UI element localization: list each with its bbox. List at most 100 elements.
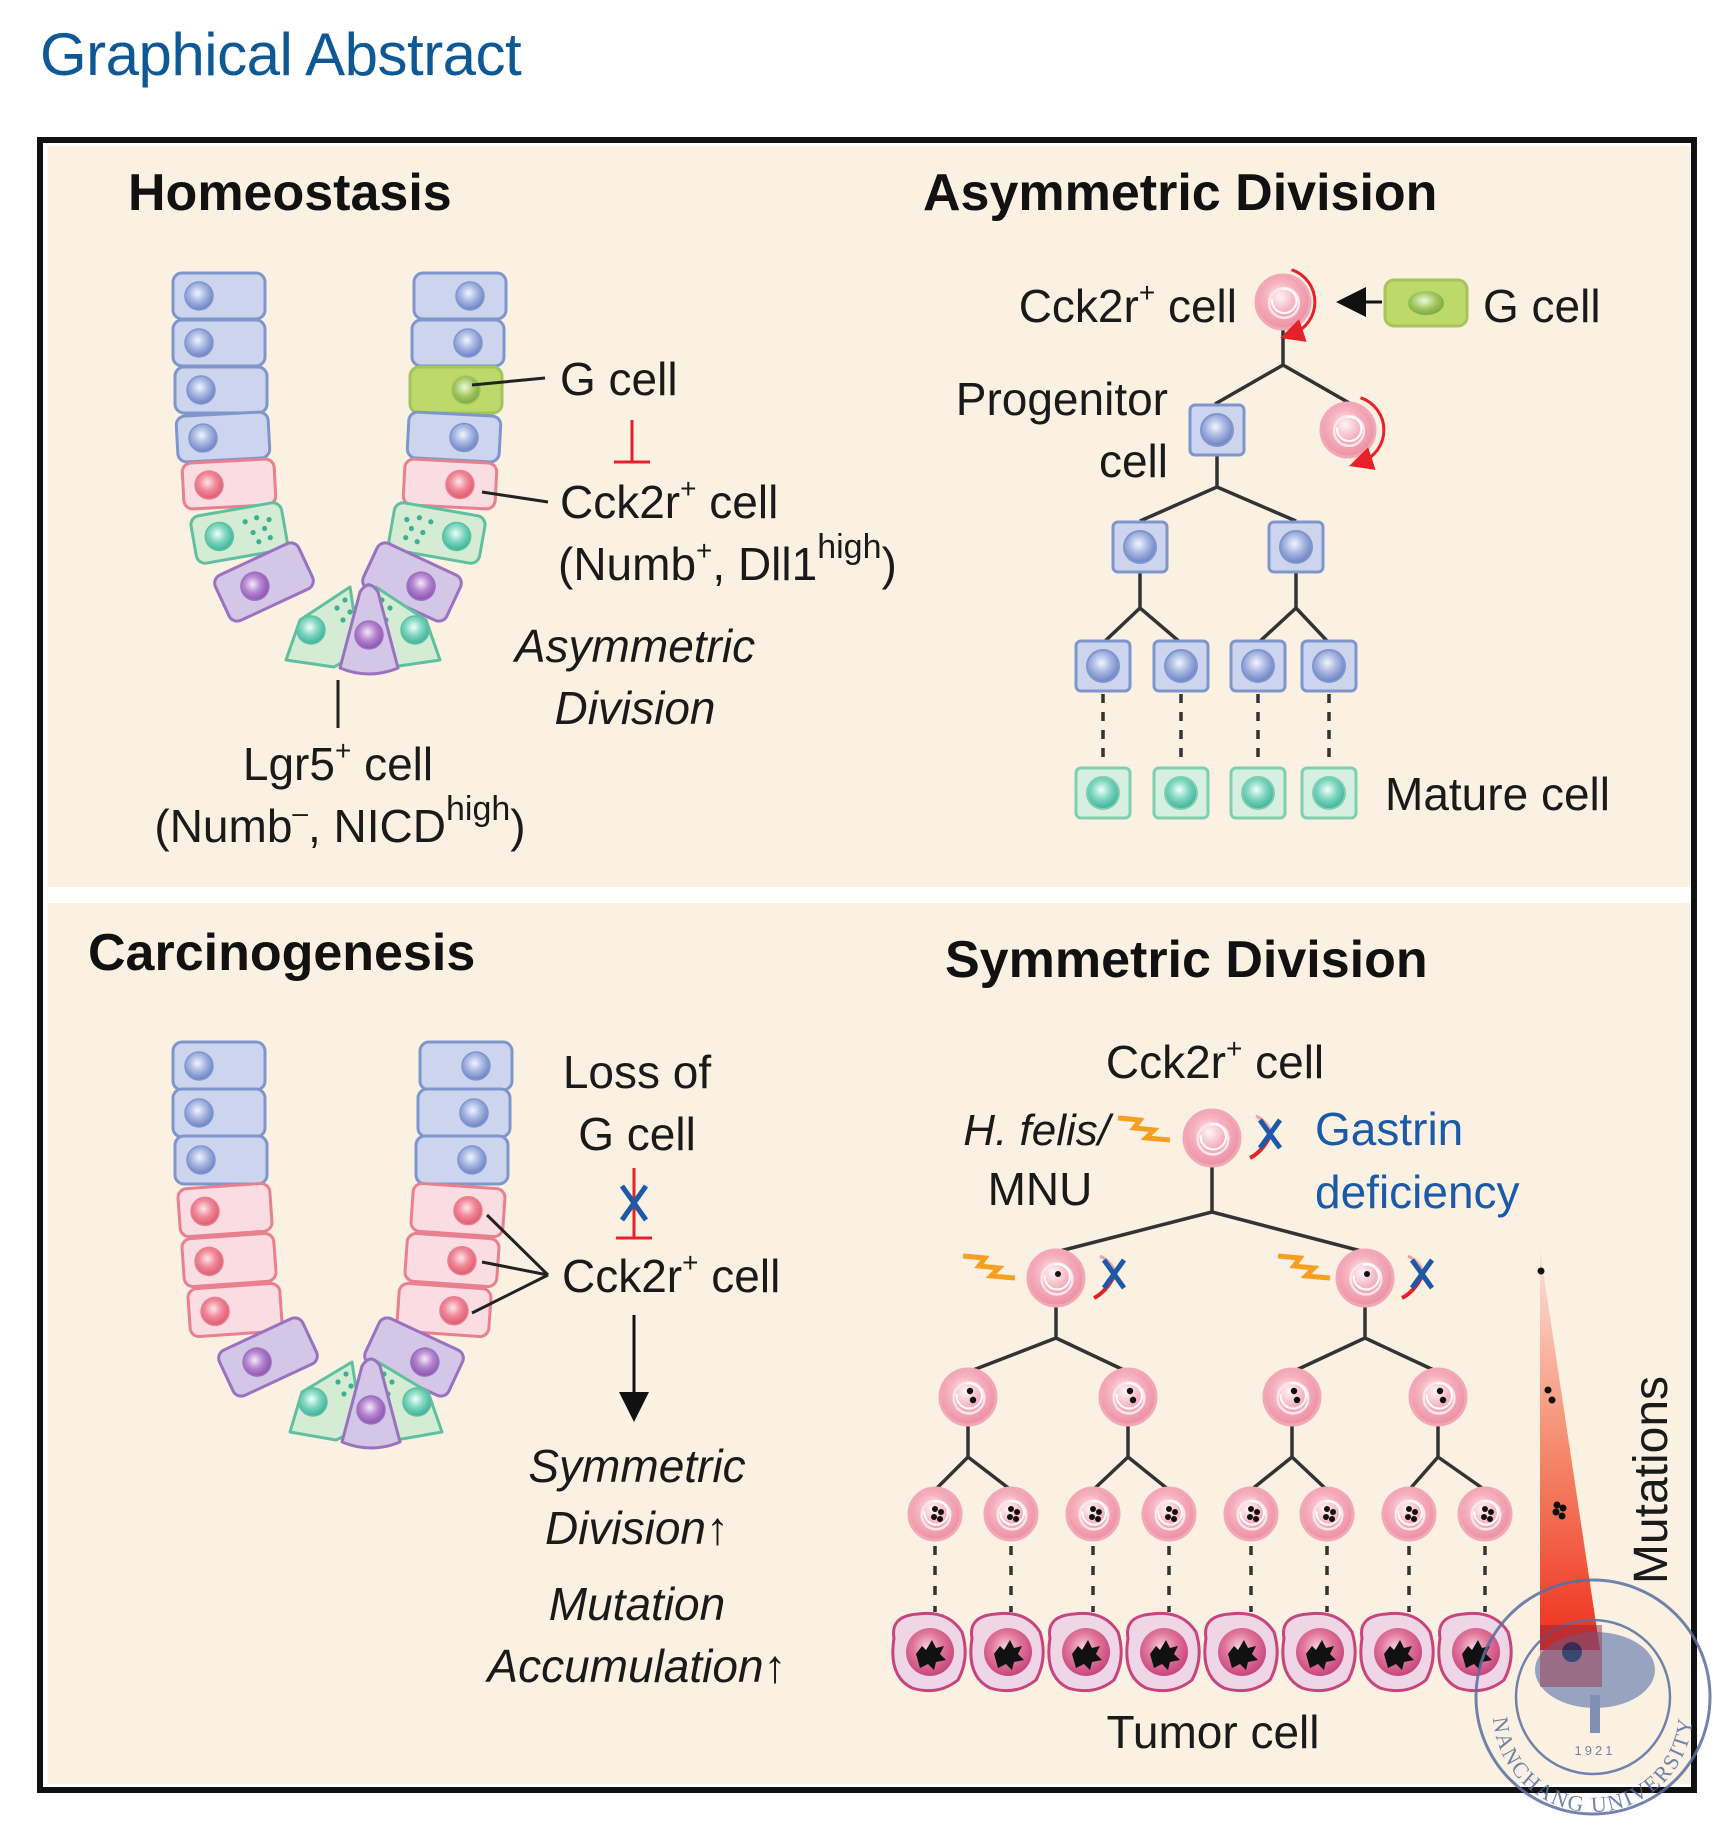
nucleus <box>242 1347 272 1377</box>
crypt-cell-blue <box>171 1040 267 1092</box>
crypt-cell-purple <box>361 541 463 623</box>
nucleus <box>194 1246 224 1277</box>
lineage-branch <box>1101 573 1183 645</box>
label-asymmetric-division-line2: Division <box>554 682 715 734</box>
progenitor-cell <box>1229 639 1287 693</box>
crypt-cell-pink <box>176 1181 274 1239</box>
label-lgr5-cell: Lgr5+ cell <box>243 735 433 790</box>
cck2r-mutant-cell <box>1457 1486 1513 1542</box>
blocked-inhibition-icon <box>616 1168 652 1240</box>
nucleus <box>445 469 475 500</box>
label-symmetric-division-line1: Symmetric <box>528 1440 745 1492</box>
tumor-nucleus <box>1384 1640 1414 1670</box>
crypt-cell-blue <box>173 365 269 415</box>
seal-year: 1921 <box>1575 1743 1616 1758</box>
cck2r-mutant-cell <box>907 1486 963 1542</box>
nucleus <box>439 1295 469 1326</box>
tumor-nucleus <box>994 1640 1024 1670</box>
crypt-cell-pink <box>409 1181 507 1239</box>
cck2r-daughter-cell <box>1319 401 1377 459</box>
label-g-cell: G cell <box>560 353 678 405</box>
tumor-cell <box>1437 1611 1513 1693</box>
lineage-branch <box>1256 573 1331 645</box>
nucleus <box>1200 413 1234 447</box>
lineage-branch <box>933 1425 1013 1492</box>
cck2r-bracket-lines <box>471 1213 550 1315</box>
nucleus <box>1086 776 1120 810</box>
cck2r-mutant-cell <box>1381 1486 1437 1542</box>
injury-lightning-icon <box>962 1253 1016 1281</box>
nucleus <box>186 375 216 405</box>
nucleus <box>447 1245 477 1276</box>
lineage-branch <box>967 1306 1129 1374</box>
block-x-icon <box>1409 1258 1435 1290</box>
crypt-cell-blue <box>171 1087 267 1139</box>
injury-lightning-icon <box>1117 1115 1171 1143</box>
nucleus <box>240 571 270 601</box>
crypt-cell-blue <box>410 318 506 368</box>
block-x-icon <box>1101 1258 1127 1290</box>
mature-cell <box>1074 766 1132 820</box>
nucleus <box>406 571 436 601</box>
lgr5-stem-cell <box>340 1357 402 1450</box>
crypt-cell-purple <box>217 1316 319 1398</box>
crypt-cell-green <box>288 1360 364 1442</box>
nucleus <box>1241 776 1275 810</box>
nucleus <box>186 1145 216 1175</box>
crypt-cell-pink <box>401 457 499 511</box>
lineage-branch <box>1249 1425 1329 1492</box>
nucleus <box>1408 291 1444 315</box>
cck2r-daughter-cell <box>1335 1248 1395 1308</box>
crypt-cell-blue <box>405 410 503 464</box>
top-panel-background <box>48 146 1690 887</box>
label-progenitor-line1: Progenitor <box>956 373 1168 425</box>
tumor-cell <box>1125 1611 1201 1693</box>
self-renewal-arrow-icon <box>1280 268 1317 342</box>
mature-cell <box>1152 766 1210 820</box>
page-title: Graphical Abstract <box>40 21 522 88</box>
nucleus <box>1312 649 1346 683</box>
nucleus <box>184 328 214 358</box>
nucleus <box>400 615 430 645</box>
cck2r-stem-cell <box>1254 273 1312 331</box>
crypt-cell-blue <box>416 1087 512 1139</box>
nucleus <box>184 281 214 311</box>
nucleus <box>457 1145 487 1175</box>
label-carc-cck2r-cell: Cck2r+ cell <box>562 1247 780 1302</box>
nucleus <box>402 1387 432 1417</box>
cck2r-mutant-cell <box>1408 1367 1468 1427</box>
lineage-branch <box>1055 1166 1366 1254</box>
nucleus <box>453 328 483 358</box>
nucleus <box>296 615 326 645</box>
nucleus <box>190 1196 220 1227</box>
mature-cell <box>1229 766 1287 820</box>
nucleus <box>1086 649 1120 683</box>
heading-homeostasis: Homeostasis <box>128 164 452 222</box>
cck2r-mutant-cell <box>938 1367 998 1427</box>
nucleus <box>451 375 481 405</box>
nucleus <box>188 423 218 453</box>
nucleus <box>354 620 384 650</box>
nucleus <box>184 1051 214 1081</box>
cck2r-mutant-cell <box>1262 1367 1322 1427</box>
nucleus <box>1164 776 1198 810</box>
nucleus <box>461 1051 491 1081</box>
tumor-nucleus <box>1306 1640 1336 1670</box>
cck2r-mutant-cell <box>1141 1486 1197 1542</box>
crypt-cell-pink <box>180 1231 278 1289</box>
crypt-cell-pink <box>403 1231 501 1289</box>
lineage-branch <box>1139 456 1297 523</box>
g-cell-leader-line <box>471 376 546 387</box>
label-mnu: MNU <box>988 1163 1093 1215</box>
label-mutation-line1: Mutation <box>549 1578 725 1630</box>
tumor-nucleus <box>1462 1640 1492 1670</box>
progenitor-cell <box>1074 639 1132 693</box>
crypt-cell-green <box>284 585 362 669</box>
label-mature-cell: Mature cell <box>1385 768 1610 820</box>
nucleus <box>1164 649 1198 683</box>
nucleus <box>449 422 479 453</box>
crypt-cell-blue <box>412 271 508 321</box>
progenitor-cell <box>1152 639 1210 693</box>
cck2r-daughter-cell <box>1026 1248 1086 1308</box>
